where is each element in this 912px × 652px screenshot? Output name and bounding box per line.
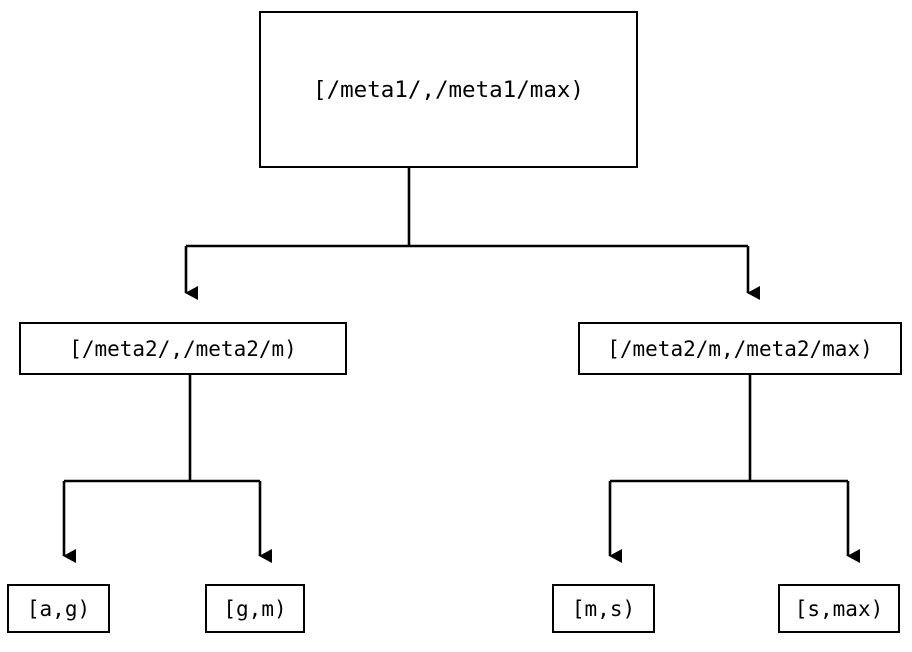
tree-leaf-s-max[interactable]: [s,max): [778, 584, 900, 633]
edge-meta2high-to-leaves: [608, 375, 860, 563]
tree-leaf-a-g[interactable]: [a,g): [7, 584, 110, 633]
tree-leaf-m-s-label: [m,s): [571, 596, 636, 621]
tree-node-meta2-high[interactable]: [/meta2/m,/meta2/max): [578, 322, 902, 375]
tree-leaf-a-g-label: [a,g): [26, 596, 91, 621]
edge-meta2low-to-leaves: [62, 375, 272, 563]
tree-node-meta2-high-label: [/meta2/m,/meta2/max): [607, 336, 873, 361]
tree-leaf-m-s[interactable]: [m,s): [552, 584, 655, 633]
tree-node-meta2-low[interactable]: [/meta2/,/meta2/m): [19, 322, 347, 375]
tree-leaf-s-max-label: [s,max): [794, 596, 884, 621]
tree-leaf-g-m-label: [g,m): [223, 596, 287, 621]
edge-root-to-level2: [184, 168, 760, 300]
tree-node-root[interactable]: [/meta1/,/meta1/max): [259, 11, 638, 168]
tree-node-meta2-low-label: [/meta2/,/meta2/m): [69, 336, 297, 361]
tree-node-root-label: [/meta1/,/meta1/max): [313, 76, 584, 103]
tree-leaf-g-m[interactable]: [g,m): [205, 584, 305, 633]
